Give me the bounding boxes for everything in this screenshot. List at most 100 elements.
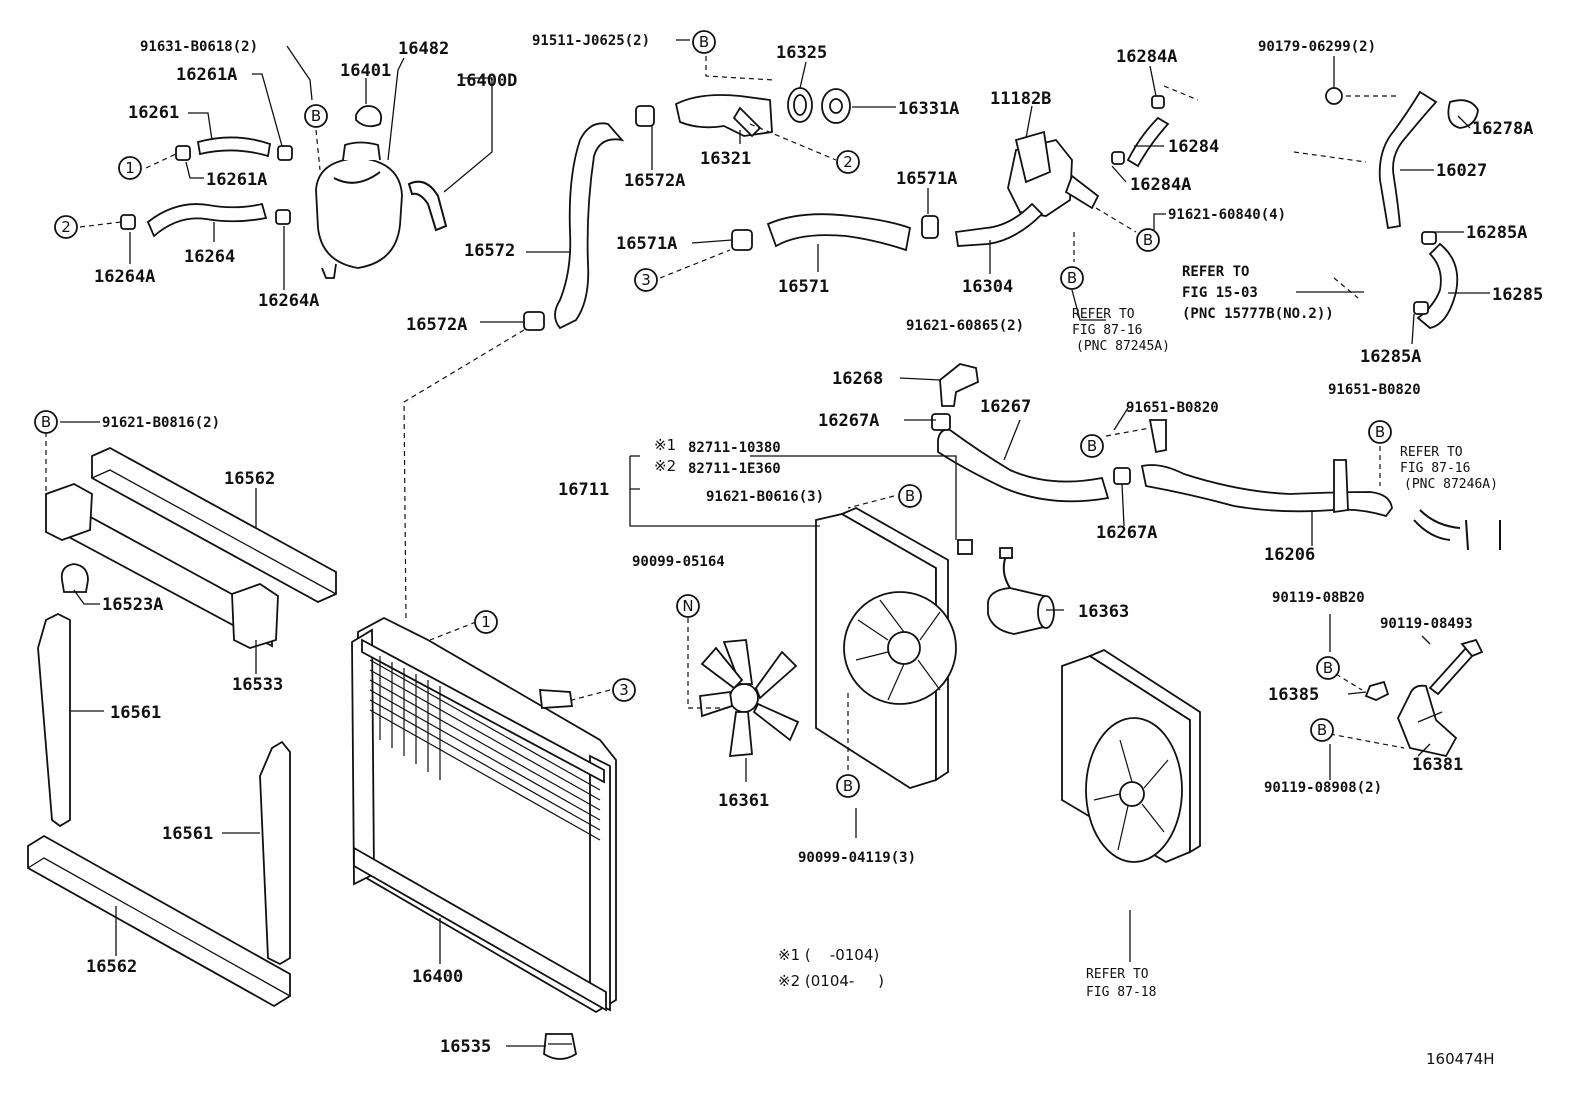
seal-16561-right <box>259 740 291 966</box>
label-16571a-top: 16571A <box>896 169 957 189</box>
label-90119-08908: 90119-08908(2) <box>1264 780 1382 796</box>
refer-87-16a-line2: FIG 87-16 <box>1072 323 1142 338</box>
refer-87-16b-line2: FIG 87-16 <box>1400 461 1470 476</box>
note-2: ※2 (0104- ) <box>778 972 884 990</box>
radiator-grille <box>369 656 601 841</box>
label-16572: 16572 <box>464 241 515 261</box>
label-16572a-bottom: 16572A <box>406 315 467 335</box>
seal-16562-top <box>91 446 337 604</box>
refer-15-03-line1: REFER TO <box>1182 264 1249 280</box>
overflow-hose-16400D <box>407 180 448 232</box>
fan-shroud-16711 <box>815 506 957 789</box>
refer-15-03-line2: FIG 15-03 <box>1182 285 1258 301</box>
seal-16561-left <box>37 612 71 828</box>
refer-87-16a-line1: REFER TO <box>1072 307 1135 322</box>
reservoir-tank-16470 <box>315 141 403 279</box>
refer-notes: REFER TO FIG 15-03 (PNC 15777B(NO.2)) RE… <box>1072 264 1498 1000</box>
hose-16285 <box>1413 231 1459 329</box>
label-82711-1e360: 82711-1E360 <box>688 461 781 477</box>
label-91621-60840: 91621-60840(4) <box>1168 207 1286 223</box>
refer-87-18-line2: FIG 87-18 <box>1086 985 1156 1000</box>
label-91621-b0816: 91621-B0816(2) <box>102 415 220 431</box>
gasket-11182B <box>1014 130 1051 184</box>
fan-motor-16363 <box>957 539 1055 635</box>
label-16321: 16321 <box>700 149 751 169</box>
label-16027: 16027 <box>1436 161 1487 181</box>
refer-87-16b-line3: (PNC 87246A) <box>1404 477 1498 492</box>
label-91511-j0625: 91511-J0625(2) <box>532 33 650 49</box>
thermostat-16331A <box>821 88 851 124</box>
label-16385: 16385 <box>1268 685 1319 705</box>
label-16325: 16325 <box>776 43 827 63</box>
callout-circles: 1 2 2 3 1 3 B B B B B B B B B B B N <box>34 30 1392 798</box>
label-16361: 16361 <box>718 791 769 811</box>
cushion-16523A <box>60 563 89 593</box>
radiator-inlet-pipe <box>538 689 574 709</box>
bolt-90119-08493 <box>1428 638 1484 696</box>
label-16267a-top: 16267A <box>818 411 879 431</box>
water-pipe-16027 <box>1325 87 1479 230</box>
label-16284a-top: 16284A <box>1116 47 1177 67</box>
drain-plug-16535 <box>543 1033 578 1060</box>
nut-16385 <box>1364 680 1390 701</box>
label-16284: 16284 <box>1168 137 1219 157</box>
radiator-hose-16571 <box>766 213 912 252</box>
callout-b-4: B <box>1067 269 1077 287</box>
label-16400d: 16400D <box>456 71 517 91</box>
pipe-16206 <box>1140 419 1393 518</box>
refer-87-16a-line3: (PNC 87245A) <box>1076 339 1170 354</box>
label-16267a-bottom: 16267A <box>1096 523 1157 543</box>
mark-1: ※1 <box>654 436 676 454</box>
label-16401: 16401 <box>340 61 391 81</box>
label-16711: 16711 <box>558 480 609 500</box>
callout-n-1: N <box>682 597 693 615</box>
refer-87-18-line1: REFER TO <box>1086 967 1149 982</box>
label-91621-60865: 91621-60865(2) <box>906 318 1024 334</box>
label-16304: 16304 <box>962 277 1013 297</box>
label-91621-b0616: 91621-B0616(3) <box>706 489 824 505</box>
label-16482: 16482 <box>398 39 449 59</box>
label-16523a: 16523A <box>102 595 163 615</box>
callout-b-9: B <box>843 777 853 795</box>
note-1: ※1 ( -0104) <box>778 946 879 964</box>
label-16331a: 16331A <box>898 99 959 119</box>
label-16206: 16206 <box>1264 545 1315 565</box>
label-91651-b0820-a: 91651-B0820 <box>1126 400 1219 416</box>
label-16264a-right: 16264A <box>258 291 319 311</box>
refer-15-03-line3: (PNC 15777B(NO.2)) <box>1182 306 1334 322</box>
label-16261a-top: 16261A <box>176 65 237 85</box>
radiator-16400 <box>351 616 617 1014</box>
label-16562-top: 16562 <box>224 469 275 489</box>
callout-1-a: 1 <box>125 159 135 177</box>
label-91631-b0618: 91631-B0618(2) <box>140 39 258 55</box>
label-16572a-top: 16572A <box>624 171 685 191</box>
label-16261: 16261 <box>128 103 179 123</box>
dashed-leaders <box>45 56 1405 770</box>
label-91651-b0820-b: 91651-B0820 <box>1328 382 1421 398</box>
seal-16562-bottom <box>27 834 291 1008</box>
callout-b-1: B <box>311 107 321 125</box>
fan-16361 <box>699 639 800 757</box>
label-16285a-top: 16285A <box>1466 223 1527 243</box>
label-16535: 16535 <box>440 1037 491 1057</box>
callout-2-a: 2 <box>61 218 71 236</box>
label-16561-left: 16561 <box>110 703 161 723</box>
label-16562-bottom: 16562 <box>86 957 137 977</box>
label-16261a-bottom: 16261A <box>206 170 267 190</box>
hose-16267 <box>931 413 1131 503</box>
label-90179-06299: 90179-06299(2) <box>1258 39 1376 55</box>
clamps-16572A <box>523 105 655 331</box>
label-16278a: 16278A <box>1472 119 1533 139</box>
callout-b-10: B <box>1323 659 1333 677</box>
label-82711-10380: 82711-10380 <box>688 440 781 456</box>
hose-16264 <box>146 202 268 238</box>
callout-b-8: B <box>1375 423 1385 441</box>
footnotes: ※1 ( -0104) ※2 (0104- ) 160474H <box>778 946 1495 1068</box>
callout-2-b: 2 <box>843 153 853 171</box>
diagram-id: 160474H <box>1426 1050 1495 1068</box>
union-16268 <box>939 363 979 407</box>
refer-87-16b-line1: REFER TO <box>1400 445 1463 460</box>
label-16268: 16268 <box>832 369 883 389</box>
label-16363: 16363 <box>1078 602 1129 622</box>
